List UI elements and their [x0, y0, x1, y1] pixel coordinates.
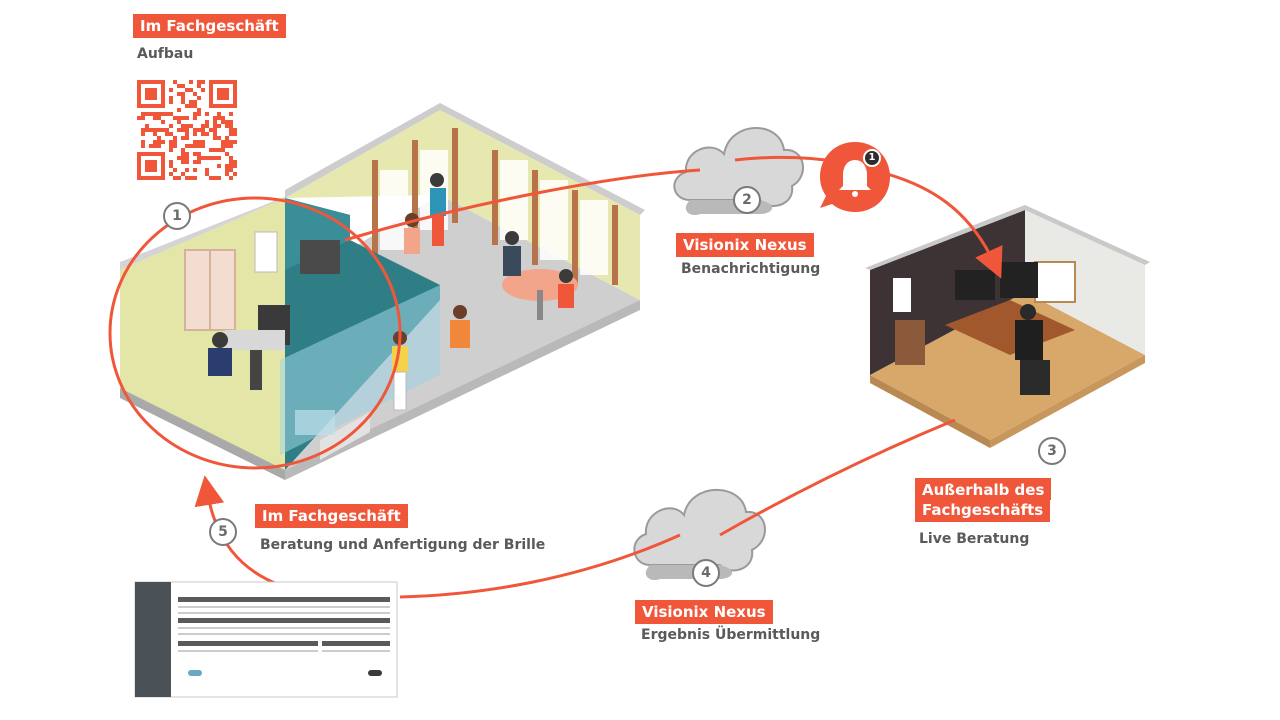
flow-line-store-to-cloud	[344, 168, 701, 242]
store-illustration	[120, 103, 645, 480]
step-5-badge: 5	[209, 518, 237, 546]
flow-line-office-to-cloud	[719, 418, 956, 537]
step-2-badge: 2	[733, 186, 761, 214]
step-3-subtitle: Live Beratung	[919, 531, 1030, 547]
flow-line-report-to-store	[194, 475, 281, 587]
people-figures	[208, 173, 574, 411]
step-5-subtitle: Beratung und Anfertigung der Brille	[260, 537, 546, 553]
store-setup-title: Im Fachgeschäft	[133, 14, 286, 38]
step-2-title: Visionix Nexus	[676, 233, 814, 257]
flow-line-bell-to-office	[879, 170, 1003, 279]
step-4-badge: 4	[692, 559, 720, 587]
bell-icon	[839, 160, 871, 190]
notification-count: 1	[868, 152, 876, 163]
step-5-title: Im Fachgeschäft	[255, 504, 408, 528]
store-highlight-ring	[108, 196, 402, 470]
qr-code	[137, 80, 237, 180]
notification-bubble	[820, 142, 890, 212]
step-4-subtitle: Ergebnis Übermittlung	[641, 627, 821, 643]
step-2-subtitle: Benachrichtigung	[681, 261, 821, 277]
step-4-title: Visionix Nexus	[635, 600, 773, 624]
remote-office-illustration	[865, 205, 1150, 448]
step-3-title-line2: Fachgeschäfts	[915, 500, 1051, 522]
flow-line-cloud-to-report	[399, 533, 681, 599]
step-1-badge: 1	[163, 202, 191, 230]
store-setup-subtitle: Aufbau	[137, 46, 194, 62]
step-3-badge: 3	[1038, 437, 1066, 465]
report-screenshot-thumbnail	[134, 581, 398, 698]
step-3-title-line1: Außerhalb des	[915, 478, 1052, 500]
